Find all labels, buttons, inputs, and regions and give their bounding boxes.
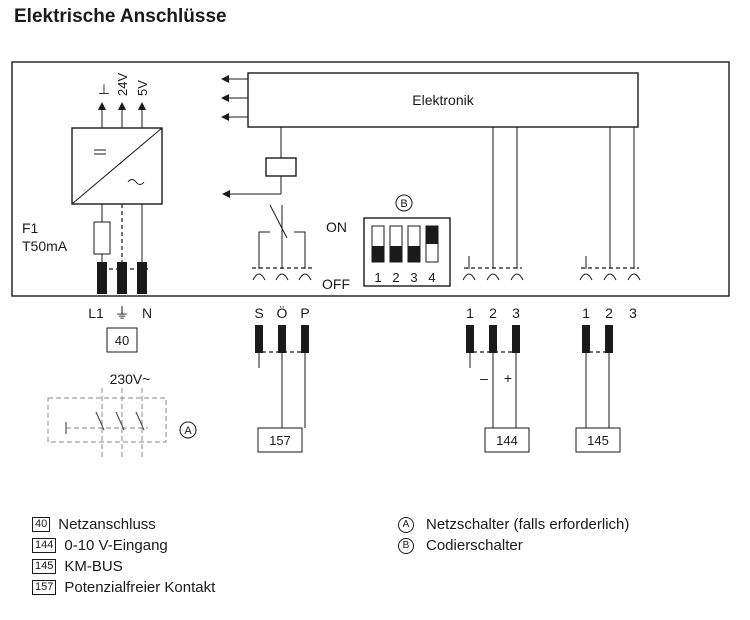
legend-code: 145 — [32, 559, 57, 574]
output-24v-label: 24V — [115, 73, 130, 96]
terminal-p-label: P — [300, 305, 309, 321]
legend-left: 40 Netzanschluss 144 0-10 V-Eingang 145 … — [32, 514, 215, 598]
input-terminal-block — [466, 325, 520, 353]
electronics-label: Elektronik — [412, 92, 474, 108]
electronics-block — [247, 72, 639, 128]
box-157-label: 157 — [269, 433, 291, 448]
legend-text: Netzanschluss — [58, 516, 156, 533]
fuse-rating-label: T50mA — [22, 238, 68, 254]
marker-b-icon — [395, 194, 413, 212]
marker-a-icon — [179, 421, 197, 439]
legend-text: Potenzialfreier Kontakt — [64, 579, 216, 596]
input-terminal-2-label: 2 — [489, 305, 497, 321]
box-40 — [106, 327, 138, 353]
legend-item: 144 0-10 V-Eingang — [32, 535, 215, 556]
dip-on-label: ON — [326, 219, 347, 235]
output-5v-label: 5V — [135, 80, 150, 96]
housing-frame — [11, 61, 730, 297]
page-title: Elektrische Anschlüsse — [14, 6, 227, 27]
legend-item: A Netzschalter (falls erforderlich) — [398, 514, 629, 535]
bus-terminal-block — [582, 325, 613, 353]
dip-number-1: 1 — [374, 270, 381, 285]
legend-item: 157 Potenzialfreier Kontakt — [32, 577, 215, 598]
marker-b-label: B — [400, 198, 407, 210]
mains-terminal-block — [97, 262, 147, 294]
legend-text: KM-BUS — [64, 558, 123, 575]
input-terminal-3-label: 3 — [512, 305, 520, 321]
legend-text: Codierschalter — [426, 537, 523, 554]
legend-item: 145 KM-BUS — [32, 556, 215, 577]
voltage-label: 230V~ — [110, 371, 151, 387]
mains-switch — [47, 388, 167, 458]
dip-number-2: 2 — [392, 270, 399, 285]
legend-right: A Netzschalter (falls erforderlich) B Co… — [398, 514, 629, 556]
bus-terminal-1-label: 1 — [582, 305, 590, 321]
box-144 — [484, 427, 530, 453]
legend-code: 40 — [32, 517, 51, 532]
input-terminal-1-label: 1 — [466, 305, 474, 321]
terminal-l1-label: L1 — [88, 305, 104, 321]
marker-a-label: A — [184, 425, 192, 437]
dip-number-4: 4 — [428, 270, 435, 285]
legend-marker-b: B — [398, 537, 414, 554]
fuse-label: F1 — [22, 220, 39, 236]
polarity-minus-label: – — [480, 370, 488, 386]
bus-terminal-3-label: 3 — [629, 305, 637, 321]
legend-marker-a: A — [398, 516, 414, 533]
ground-label: ⊥ — [98, 81, 110, 97]
box-145 — [575, 427, 621, 453]
terminal-oe-label: Ö — [277, 304, 288, 321]
box-40-label: 40 — [115, 333, 129, 348]
terminal-s-label: S — [254, 305, 263, 321]
box-157 — [257, 427, 303, 453]
dip-off-label: OFF — [322, 276, 350, 292]
legend-code: 157 — [32, 580, 57, 595]
relay — [222, 127, 306, 269]
bus-terminal-2-label: 2 — [605, 305, 613, 321]
dip-switch — [363, 217, 451, 287]
legend-item: 40 Netzanschluss — [32, 514, 215, 535]
legend-text: Netzschalter (falls erforderlich) — [426, 516, 630, 533]
dip-number-3: 3 — [410, 270, 417, 285]
fuse-f1 — [93, 221, 111, 255]
legend-code: 144 — [32, 538, 57, 553]
legend-item: B Codierschalter — [398, 535, 629, 556]
wiring-diagram: ⊥ 24V 5V F1 T50mA Elektronik — [11, 61, 730, 458]
box-145-label: 145 — [587, 433, 609, 448]
power-supply — [71, 102, 163, 205]
terminal-n-label: N — [142, 305, 152, 321]
polarity-plus-label: + — [504, 370, 512, 386]
relay-terminal-block — [255, 325, 309, 353]
terminal-earth-label: ⏚ — [114, 305, 129, 322]
legend-text: 0-10 V-Eingang — [64, 537, 168, 554]
box-144-label: 144 — [496, 433, 518, 448]
